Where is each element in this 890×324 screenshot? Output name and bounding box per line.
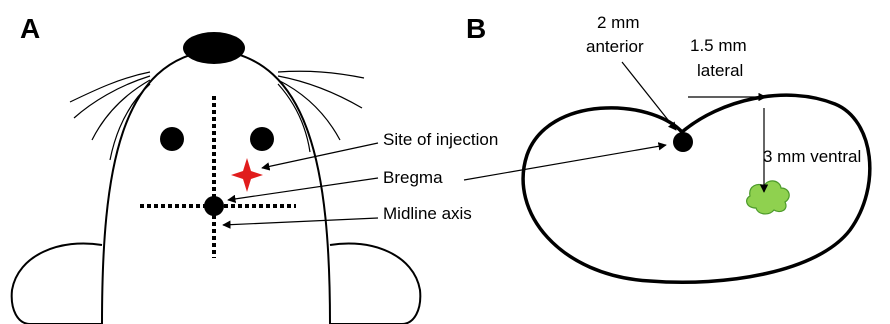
bregma-dot-b [673,132,693,152]
label-ventral: 3 mm ventral [763,147,861,166]
brain-outline [523,95,870,282]
label-lateral-amount: 1.5 mm [690,36,747,55]
panel-b-label: B [466,13,486,44]
left-eye [160,127,184,151]
right-ear [330,243,420,324]
panel-a-label: A [20,13,40,44]
right-whiskers [278,71,364,152]
left-ear [12,243,102,324]
arrow-injection [262,143,378,168]
arrow-bregma [228,178,378,200]
label-anterior-amount: 2 mm [597,13,640,32]
label-lateral: lateral [697,61,743,80]
right-eye [250,127,274,151]
injection-star-icon [231,158,263,192]
nose [183,32,245,64]
arrow-midline [223,218,378,225]
left-whiskers [70,72,150,160]
label-site-of-injection: Site of injection [383,130,498,149]
label-bregma: Bregma [383,168,443,187]
label-anterior: anterior [586,37,644,56]
label-midline-axis: Midline axis [383,204,472,223]
bregma-dot [204,196,224,216]
